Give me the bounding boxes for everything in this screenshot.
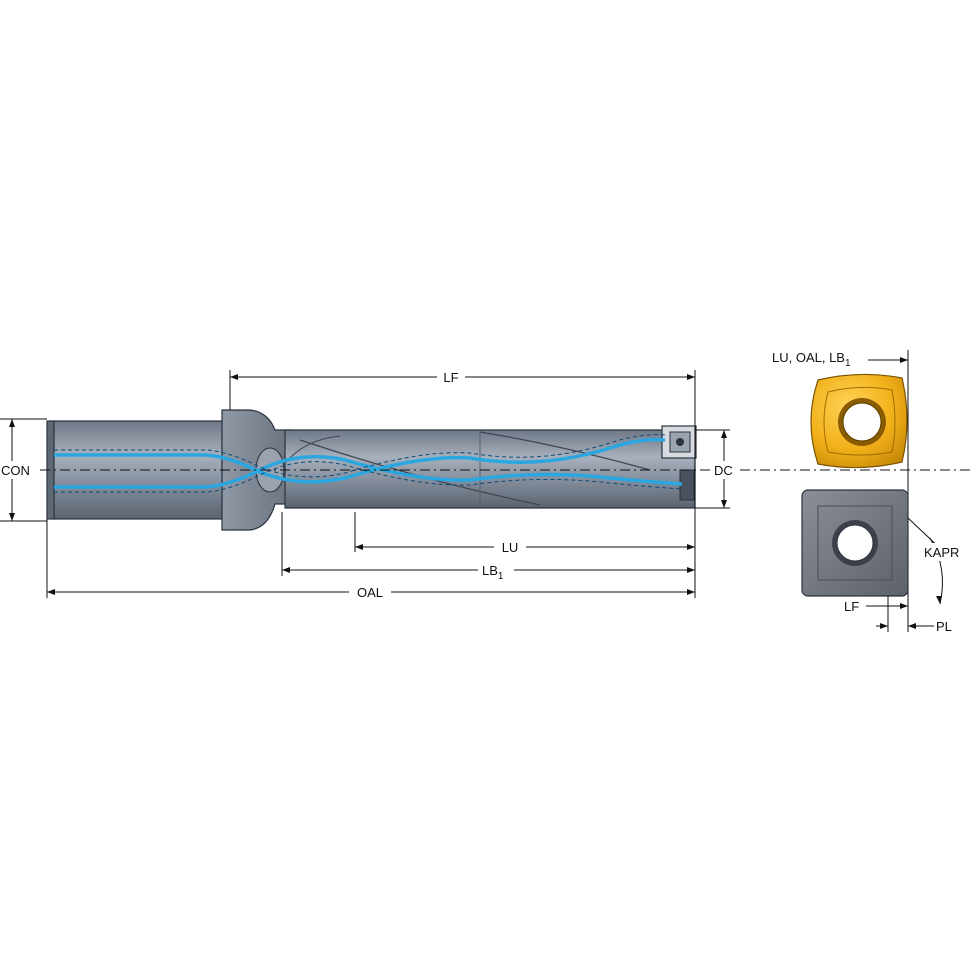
- coolant-channel-lower: [54, 454, 683, 489]
- grey-insert-hole: [836, 524, 874, 562]
- dc-label: DC: [714, 463, 733, 478]
- coolant-channel-lower-edge: [54, 461, 683, 493]
- pl-label: PL: [936, 619, 952, 634]
- kapr-label: KAPR: [924, 545, 959, 560]
- gold-insert-hole: [842, 402, 882, 442]
- tip-insert-hole: [676, 438, 684, 446]
- flute-line: [479, 431, 651, 471]
- tip-lower-insert: [679, 469, 695, 501]
- dimension-labels: LF LU LB1 OAL CON DC: [0, 368, 740, 601]
- con-label: CON: [1, 463, 30, 478]
- lf-label: LF: [443, 370, 458, 385]
- grey-insert-facet: [817, 505, 893, 581]
- insert-reference-label: LU, OAL, LB1: [772, 350, 851, 369]
- insert-lf-label: LF: [844, 599, 859, 614]
- lb1-label: LB1: [482, 563, 504, 582]
- gold-insert-chipbreaker: [823, 386, 896, 456]
- insert-detail: LU, OAL, LB1 KAPR LF PL: [772, 350, 970, 634]
- shank: [53, 420, 223, 520]
- oal-label: OAL: [357, 585, 383, 600]
- coolant-channels: [54, 434, 683, 493]
- lu-label: LU: [502, 540, 519, 555]
- coolant-channel-upper-edge: [54, 434, 666, 478]
